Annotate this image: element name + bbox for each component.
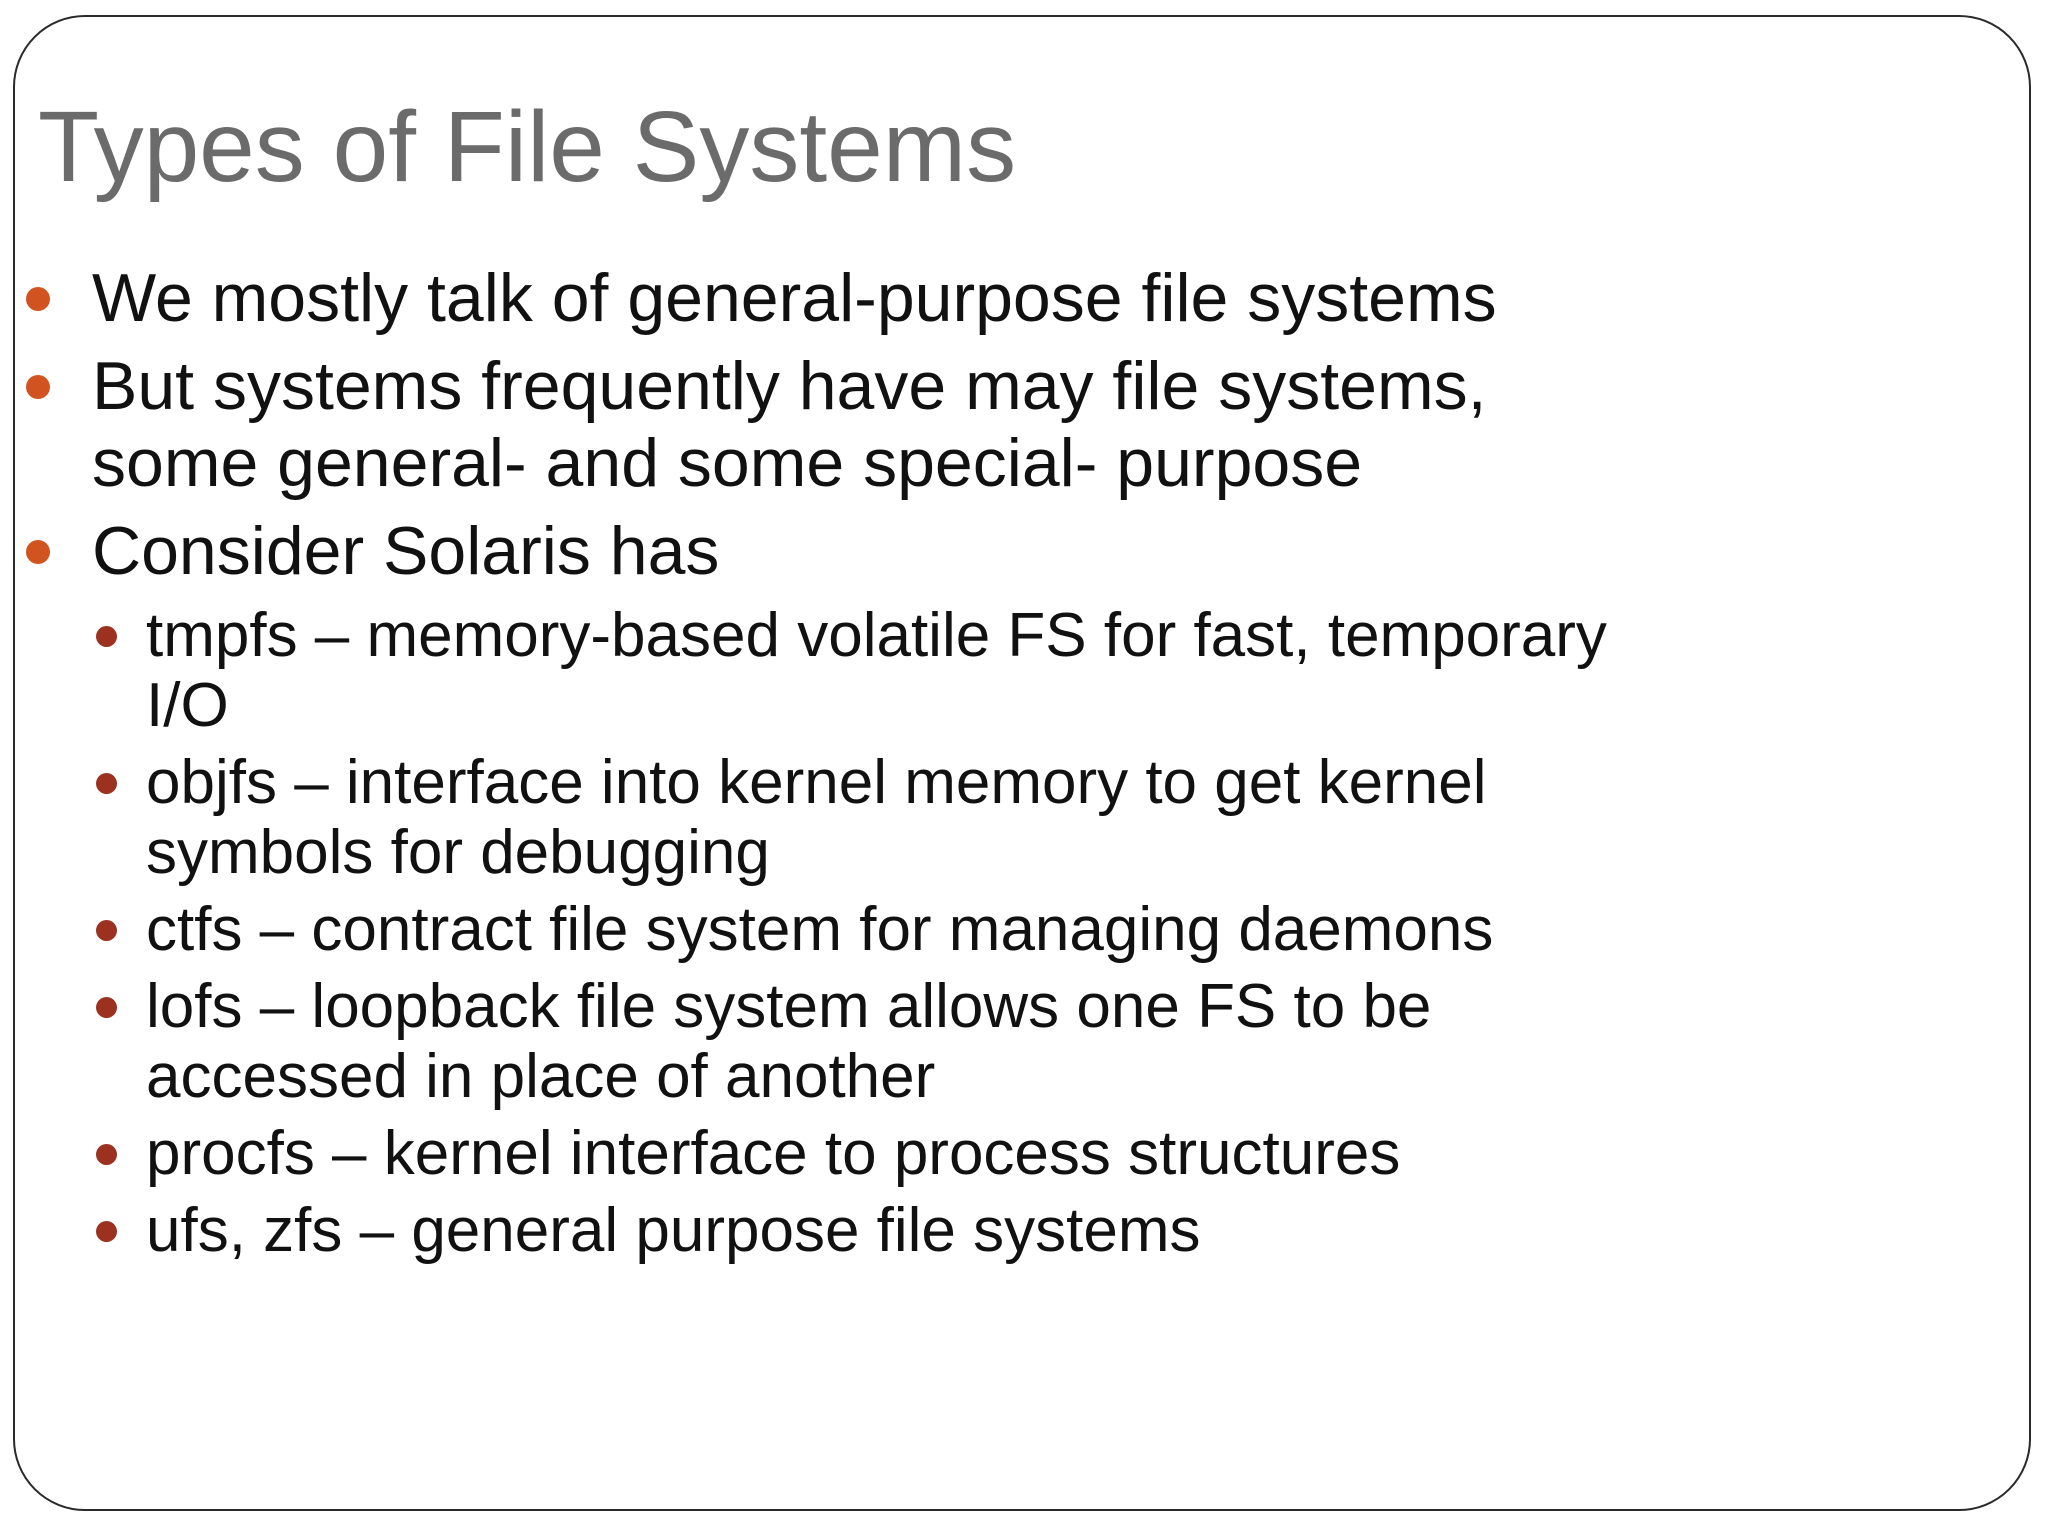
list-item-text: ufs, zfs – general purpose file systems <box>146 1196 1201 1265</box>
bullet-dot-icon <box>96 1221 117 1242</box>
list-item: tmpfs – memory-based volatile FS for fas… <box>0 601 1610 741</box>
list-item-text: We mostly talk of general-purpose file s… <box>92 260 1497 336</box>
list-item-text: procfs – kernel interface to process str… <box>146 1119 1401 1188</box>
bullet-dot-icon <box>26 375 50 399</box>
bullet-dot-icon <box>26 540 50 564</box>
list-item: We mostly talk of general-purpose file s… <box>0 260 1610 337</box>
list-item-text: objfs – interface into kernel memory to … <box>146 748 1487 887</box>
list-item: Consider Solaris has <box>0 513 1610 590</box>
slide-title: Types of File Systems <box>38 91 1017 203</box>
bullet-list: We mostly talk of general-purpose file s… <box>0 260 1610 1273</box>
bullet-dot-icon <box>96 773 117 794</box>
bullet-dot-icon <box>96 1144 117 1165</box>
list-item: ctfs – contract file system for managing… <box>0 895 1610 965</box>
slide-border-frame <box>13 15 2031 1511</box>
list-item-text: lofs – loopback file system allows one F… <box>146 972 1432 1111</box>
bullet-dot-icon <box>96 626 117 647</box>
bullet-dot-icon <box>96 997 117 1018</box>
list-item: lofs – loopback file system allows one F… <box>0 972 1610 1112</box>
list-item: But systems frequently have may file sys… <box>0 348 1610 502</box>
bullet-dot-icon <box>96 920 117 941</box>
list-item-text: But systems frequently have may file sys… <box>92 348 1487 501</box>
list-item-text: tmpfs – memory-based volatile FS for fas… <box>146 601 1607 740</box>
list-item-text: Consider Solaris has <box>92 513 720 589</box>
list-item: procfs – kernel interface to process str… <box>0 1119 1610 1189</box>
list-item-text: ctfs – contract file system for managing… <box>146 895 1494 964</box>
list-item: ufs, zfs – general purpose file systems <box>0 1196 1610 1266</box>
list-item: objfs – interface into kernel memory to … <box>0 748 1610 888</box>
bullet-dot-icon <box>26 287 50 311</box>
